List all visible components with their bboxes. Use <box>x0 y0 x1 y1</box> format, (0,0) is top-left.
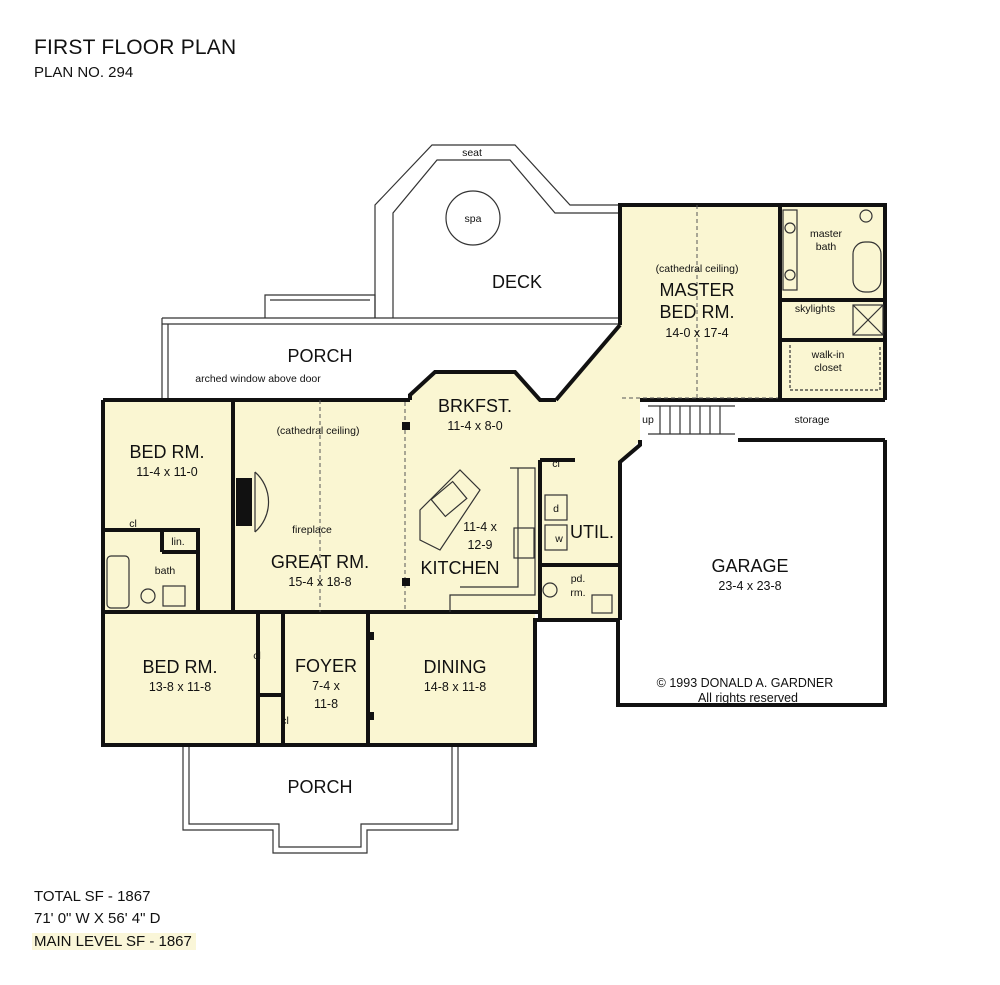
master-bath-label-2: bath <box>816 241 837 253</box>
closet-label-1: cl <box>129 518 137 530</box>
walk-in-label-2: closet <box>814 362 842 374</box>
kitchen-dims-2: 12-9 <box>467 538 492 552</box>
dining-label: DINING <box>424 657 487 677</box>
porch-front-label: PORCH <box>287 777 352 797</box>
master-dims: 14-0 x 17-4 <box>665 326 728 340</box>
bed-room-1-dims: 11-4 x 11-0 <box>136 465 197 479</box>
columns <box>366 422 410 720</box>
fireplace-icon <box>236 478 252 526</box>
porch-back <box>161 294 618 398</box>
foyer-dims-2: 11-8 <box>314 697 338 711</box>
master-label-1: MASTER <box>659 280 734 300</box>
spa-label: spa <box>465 213 482 225</box>
garage-dims: 23-4 x 23-8 <box>718 579 781 593</box>
overall-dimensions: 71' 0" W X 56' 4" D <box>34 910 161 927</box>
foyer-label: FOYER <box>295 656 357 676</box>
master-bath-label-1: master <box>810 228 843 240</box>
closet-label-2: cl <box>253 650 261 662</box>
master-ceiling-note: (cathedral ceiling) <box>656 263 739 275</box>
util-label: UTIL. <box>570 522 614 542</box>
main-level-sf: MAIN LEVEL SF - 1867 <box>32 933 196 950</box>
powder-room-label-2: rm. <box>570 587 585 599</box>
porch-front <box>182 745 459 854</box>
arched-window-label: arched window above door <box>195 373 321 385</box>
closet-label-4: cl <box>552 458 560 470</box>
seat-label: seat <box>462 147 482 159</box>
walk-in-label-1: walk-in <box>811 349 845 361</box>
brkfst-label: BRKFST. <box>438 396 512 416</box>
stairs-up-label: up <box>642 414 654 426</box>
deck <box>374 144 620 318</box>
skylights-label: skylights <box>795 303 835 315</box>
great-room-ceiling-note: (cathedral ceiling) <box>277 425 360 437</box>
copyright-line-1: © 1993 DONALD A. GARDNER <box>657 676 834 690</box>
brkfst-dims: 11-4 x 8-0 <box>447 419 502 433</box>
deck-label: DECK <box>492 272 542 292</box>
kitchen-dims-1: 11-4 x <box>463 520 498 534</box>
plan-number: PLAN NO. 294 <box>34 64 134 81</box>
garage-label: GARAGE <box>711 556 788 576</box>
plan-title: FIRST FLOOR PLAN <box>34 36 237 59</box>
washer-label: w <box>554 533 563 545</box>
fixtures <box>106 209 884 614</box>
porch-back-label: PORCH <box>287 346 352 366</box>
linen-label: lin. <box>171 536 184 548</box>
bed-room-1-label: BED RM. <box>129 442 204 462</box>
bath-label: bath <box>155 565 176 577</box>
powder-room-label-1: pd. <box>571 573 586 585</box>
total-sf: TOTAL SF - 1867 <box>34 888 151 905</box>
bed-room-2-dims: 13-8 x 11-8 <box>149 680 211 694</box>
master-label-2: BED RM. <box>659 302 734 322</box>
storage-label: storage <box>794 414 829 426</box>
bed-room-2-label: BED RM. <box>142 657 217 677</box>
dining-dims: 14-8 x 11-8 <box>424 680 486 694</box>
closet-label-3: cl <box>281 715 289 727</box>
fireplace-label: fireplace <box>292 524 332 536</box>
foyer-dims-1: 7-4 x <box>312 679 341 693</box>
kitchen-label: KITCHEN <box>420 558 499 578</box>
ceiling-lines <box>319 205 778 612</box>
copyright-line-2: All rights reserved <box>698 691 798 705</box>
great-room-dims: 15-4 x 18-8 <box>288 575 351 589</box>
great-room-label: GREAT RM. <box>271 552 369 572</box>
dryer-label: d <box>553 503 559 515</box>
walls <box>101 203 887 747</box>
